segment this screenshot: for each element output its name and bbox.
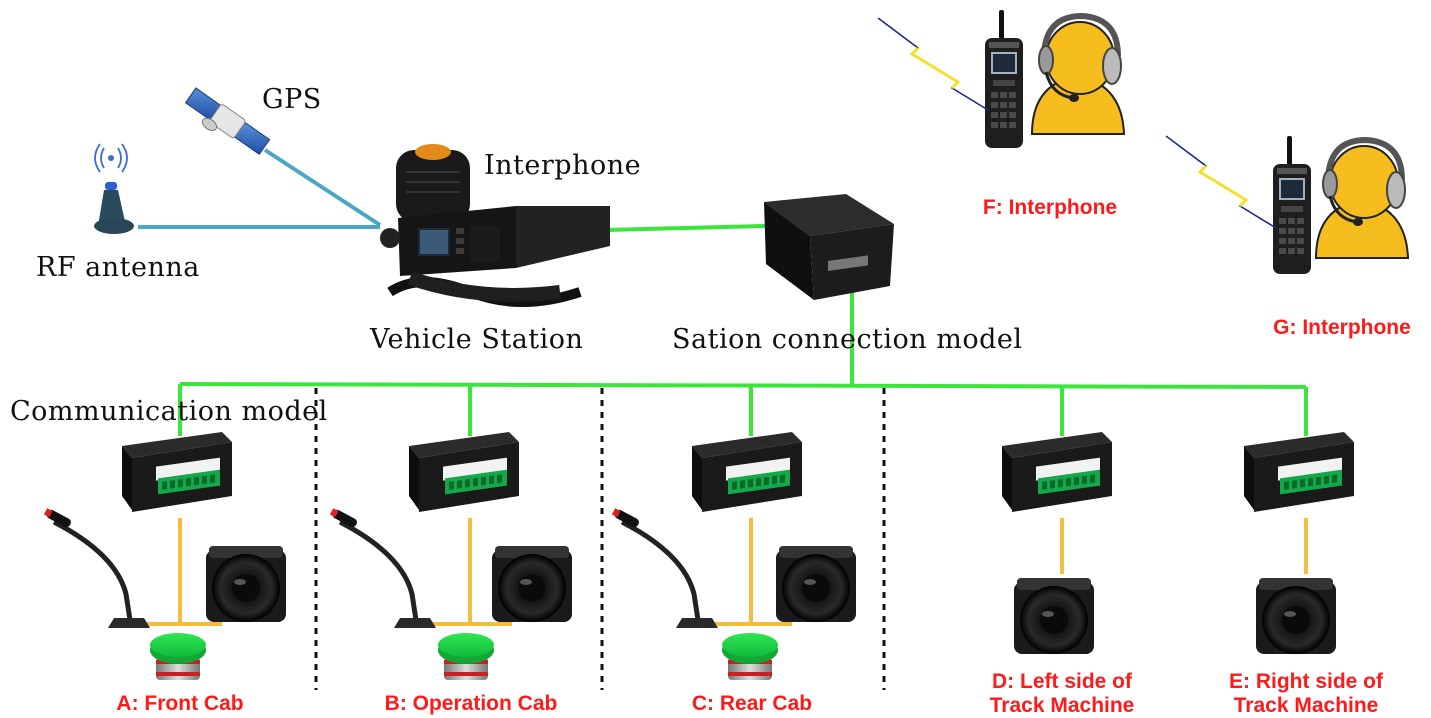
- emergency-button-icon: [150, 633, 206, 680]
- speaker-icon: [206, 546, 286, 622]
- communication-module-icon: [409, 432, 519, 512]
- zone-c-label: C: Rear Cab: [691, 692, 813, 715]
- zone-a: [44, 432, 286, 680]
- zone-e: [1244, 432, 1354, 654]
- emergency-button-icon: [438, 633, 494, 680]
- zone-b-label: B: Operation Cab: [384, 692, 558, 715]
- emergency-button-icon: [722, 633, 778, 680]
- communication-module-icon: [1002, 432, 1112, 512]
- zone-d-label: D: Left side of Track Machine: [962, 670, 1162, 718]
- headset-person-icon: [1316, 140, 1408, 258]
- links: [138, 148, 1308, 690]
- speaker-icon: [1014, 578, 1094, 654]
- station-connection-model-label: Sation connection model: [672, 324, 1023, 355]
- zone-a-label: A: Front Cab: [116, 692, 244, 715]
- radio-signal-icon: [1164, 134, 1278, 230]
- vehicle-station-icon: [380, 144, 610, 307]
- rf-antenna-icon: [94, 143, 134, 234]
- zone-d: [1002, 432, 1112, 654]
- remote-interphone-g-label: G: Interphone: [1273, 316, 1411, 339]
- gps-label: GPS: [262, 84, 322, 115]
- speaker-icon: [492, 546, 572, 622]
- station-to-connection-link: [604, 224, 766, 232]
- zone-e-label-line1: E: Right side of: [1229, 670, 1383, 693]
- zone-e-label: E: Right side of Track Machine: [1206, 670, 1406, 718]
- interphone-label: Interphone: [484, 150, 642, 181]
- system-bus: [179, 382, 1307, 389]
- gooseneck-microphone-icon: [612, 508, 718, 628]
- remote-interphone-f-label: F: Interphone: [982, 196, 1118, 219]
- walkie-talkie-icon: [985, 10, 1023, 148]
- gps-satellite-icon: [184, 87, 271, 156]
- headset-person-icon: [1032, 16, 1124, 134]
- communication-module-icon: [1244, 432, 1354, 512]
- gps-link: [263, 148, 382, 227]
- speaker-icon: [1256, 578, 1336, 654]
- zone-b: [330, 432, 572, 680]
- communication-model-label: Communication model: [10, 396, 328, 427]
- radio-signal-icon: [876, 16, 990, 112]
- gooseneck-microphone-icon: [330, 508, 436, 628]
- vehicle-station-label: Vehicle Station: [370, 324, 584, 355]
- station-connection-box-icon: [764, 194, 894, 300]
- gooseneck-microphone-icon: [44, 508, 150, 628]
- rf-antenna-label: RF antenna: [36, 252, 200, 283]
- walkie-talkie-icon: [1273, 136, 1311, 274]
- zone-d-label-line1: D: Left side of: [992, 670, 1132, 693]
- speaker-icon: [776, 546, 856, 622]
- communication-module-icon: [692, 432, 802, 512]
- zone-c: [612, 432, 856, 680]
- zone-d-label-line2: Track Machine: [989, 694, 1135, 717]
- communication-module-icon: [122, 432, 232, 512]
- zone-e-label-line2: Track Machine: [1233, 694, 1379, 717]
